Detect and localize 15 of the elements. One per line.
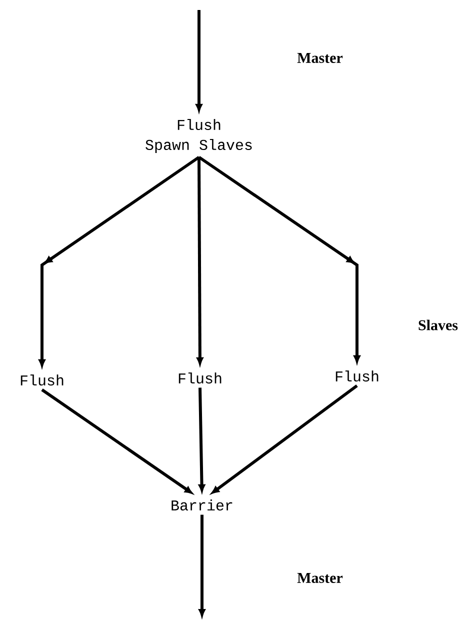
step-label: Flush [20,374,64,386]
step-label: Barrier [172,499,232,510]
step-label: Flush Spawn Slaves [146,119,252,153]
arrow [198,388,206,492]
step-label: Flush [336,370,378,382]
step-label: Flush [178,372,222,384]
arrow [38,156,200,367]
arrow [198,156,360,363]
arrow [41,388,192,494]
role-label: Master [297,573,343,583]
arrow [196,10,202,112]
role-label: Master [297,53,343,63]
arrow [212,384,358,494]
role-label: Slaves [418,320,458,330]
arrow [196,157,204,365]
